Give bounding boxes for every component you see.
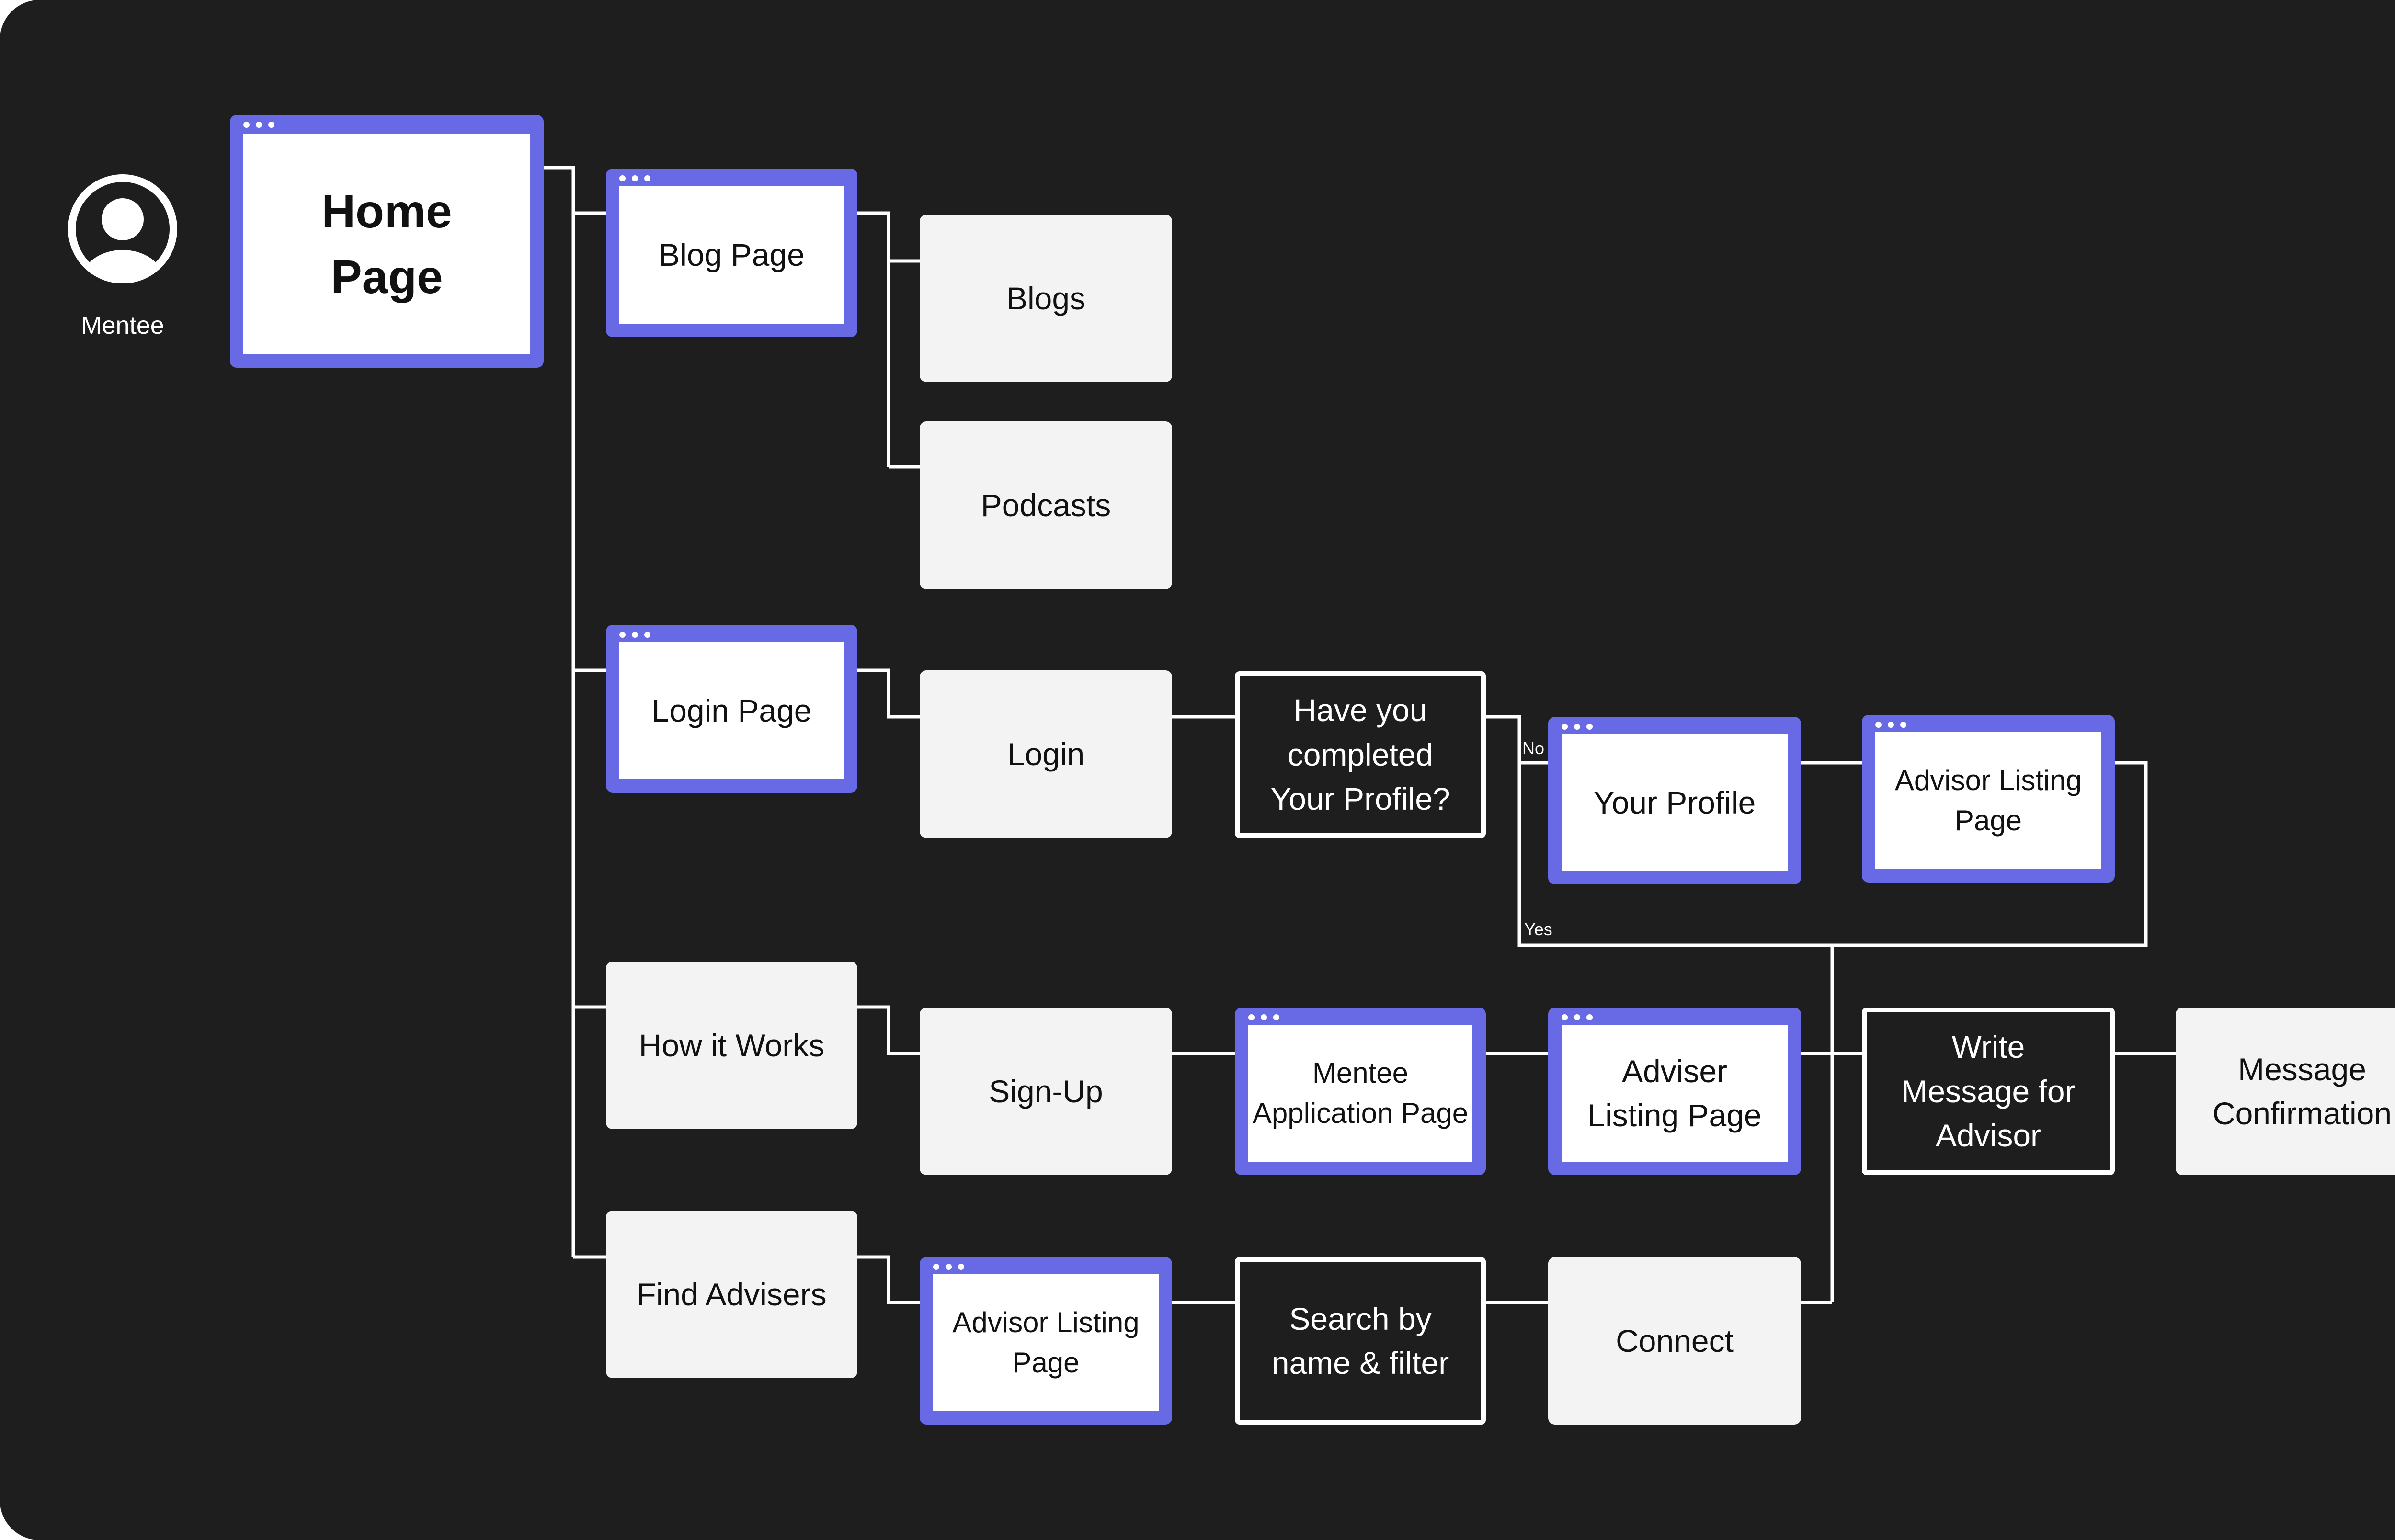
home-page-node[interactable]: Home Page — [230, 115, 544, 368]
podcasts-node[interactable]: Podcasts — [920, 421, 1172, 589]
blogs-label: Blogs — [1006, 280, 1086, 316]
blog-page-node[interactable]: Blog Page — [606, 169, 857, 337]
advisor-listing-page-top-node[interactable]: Advisor Listing Page — [1862, 715, 2115, 883]
how-it-works-label: How it Works — [639, 1027, 825, 1063]
your-profile-label: Your Profile — [1593, 784, 1756, 820]
sign-up-node[interactable]: Sign-Up — [920, 1008, 1172, 1175]
actor-label: Mentee — [81, 312, 164, 340]
write-message-node[interactable]: Write Message for Advisor — [1862, 1008, 2115, 1175]
connector-home-trunk — [544, 166, 575, 1257]
write-message-label: Write Message for Advisor — [1901, 1029, 2076, 1154]
login-node[interactable]: Login — [920, 670, 1172, 838]
login-page-node[interactable]: Login Page — [606, 625, 857, 793]
message-confirmation-label: Message Confirmation — [2212, 1051, 2392, 1131]
connector-question-no — [1486, 715, 1548, 765]
window-dots-icon — [933, 1264, 964, 1270]
advisor-listing-page-bottom-node[interactable]: Advisor Listing Page — [920, 1257, 1172, 1425]
sign-up-label: Sign-Up — [989, 1073, 1103, 1109]
login-page-label: Login Page — [651, 692, 812, 728]
connector-howitworks-signup — [857, 1005, 920, 1055]
your-profile-node[interactable]: Your Profile — [1548, 717, 1801, 884]
connector-find-advisorlisting — [857, 1255, 920, 1304]
connect-node[interactable]: Connect — [1548, 1257, 1801, 1425]
connector-advisor-loop — [1517, 761, 2148, 947]
connector-loginpage-login — [857, 668, 920, 719]
message-confirmation-node[interactable]: Message Confirmation — [2176, 1008, 2395, 1175]
window-dots-icon — [1248, 1014, 1279, 1020]
advisor-listing-page-top-label: Advisor Listing Page — [1894, 764, 2082, 837]
find-advisers-label: Find Advisers — [637, 1276, 827, 1312]
window-dots-icon — [1562, 724, 1593, 730]
edge-label-yes: Yes — [1524, 919, 1552, 939]
podcasts-label: Podcasts — [981, 487, 1111, 523]
search-by-name-label: Search by name & filter — [1271, 1301, 1449, 1381]
blog-page-label: Blog Page — [659, 237, 805, 272]
advisor-listing-page-bottom-label: Advisor Listing Page — [952, 1306, 1140, 1379]
window-dots-icon — [619, 175, 650, 181]
window-dots-icon — [1875, 722, 1906, 728]
window-dots-icon — [243, 122, 274, 128]
mentee-application-page-node[interactable]: Mentee Application Page — [1235, 1008, 1486, 1175]
adviser-listing-page-label: Adviser Listing Page — [1587, 1053, 1762, 1133]
connect-label: Connect — [1616, 1323, 1734, 1359]
adviser-listing-page-node[interactable]: Adviser Listing Page — [1548, 1008, 1801, 1175]
login-label: Login — [1007, 736, 1085, 772]
user-avatar-icon — [68, 174, 177, 283]
connector-blog-trunk — [857, 211, 890, 467]
mentee-application-page-label: Mentee Application Page — [1252, 1057, 1469, 1129]
window-dots-icon — [1562, 1014, 1593, 1020]
edge-label-no: No — [1522, 738, 1545, 758]
how-it-works-node[interactable]: How it Works — [606, 962, 857, 1129]
find-advisers-node[interactable]: Find Advisers — [606, 1211, 857, 1378]
profile-question-label: Have you completed Your Profile? — [1270, 692, 1450, 817]
window-dots-icon — [619, 632, 650, 638]
home-page-label: Home Page — [321, 184, 452, 303]
blogs-node[interactable]: Blogs — [920, 215, 1172, 382]
search-by-name-node[interactable]: Search by name & filter — [1235, 1257, 1486, 1425]
profile-question-node[interactable]: Have you completed Your Profile? — [1235, 671, 1486, 838]
